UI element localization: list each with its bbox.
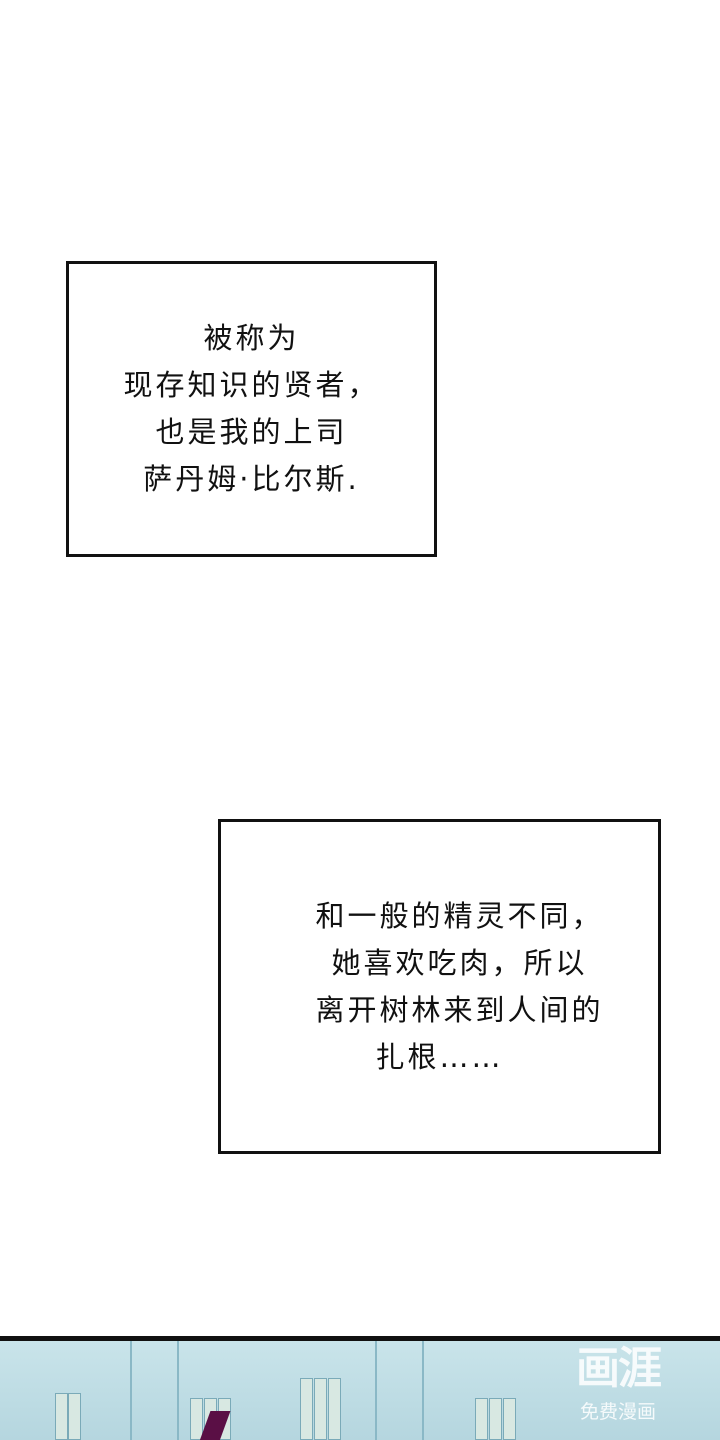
book	[314, 1378, 327, 1440]
watermark-logo: 画涯	[576, 1343, 662, 1394]
caption-line: 萨丹姆·比尔斯.	[143, 462, 360, 496]
book	[489, 1398, 502, 1440]
caption-line: 和一般的精灵不同，	[315, 898, 604, 933]
book	[475, 1398, 488, 1440]
shelf-pillar	[375, 1341, 424, 1440]
book	[55, 1393, 68, 1440]
caption-line: 她喜欢吃肉，所以	[331, 945, 588, 980]
caption-line: 现存知识的贤者，	[123, 368, 380, 402]
bookshelf-illustration-panel: 画涯 免费漫画	[0, 1336, 720, 1440]
caption-box-1: 被称为 现存知识的贤者， 也是我的上司 萨丹姆·比尔斯.	[66, 261, 437, 557]
caption-line: 被称为	[203, 321, 300, 355]
watermark: 画涯 免费漫画	[576, 1341, 662, 1424]
caption-line: 也是我的上司	[155, 415, 348, 449]
caption-box-2: 和一般的精灵不同， 她喜欢吃肉，所以 离开树林来到人间的 扎根……	[218, 819, 661, 1154]
book	[328, 1378, 341, 1440]
shelf-pillar	[130, 1341, 179, 1440]
caption-line: 扎根……	[375, 1039, 504, 1074]
watermark-subtitle: 免费漫画	[579, 1401, 656, 1423]
book	[503, 1398, 516, 1440]
caption-line: 离开树林来到人间的	[315, 992, 604, 1027]
book	[68, 1393, 81, 1440]
book	[300, 1378, 313, 1440]
